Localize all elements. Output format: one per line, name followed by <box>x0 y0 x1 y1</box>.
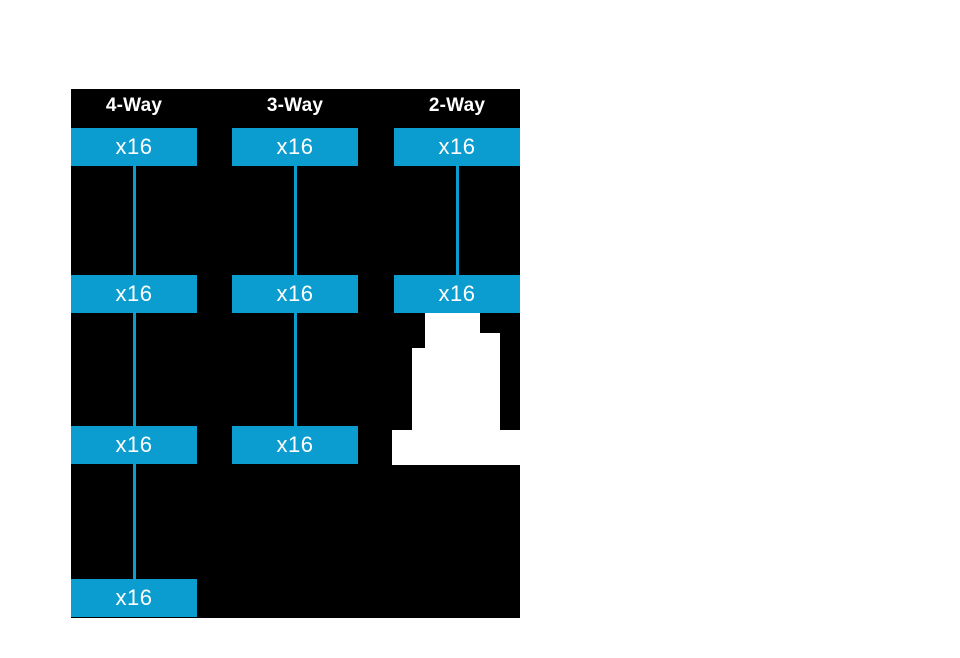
column-header-3way: 3-Way <box>266 95 324 116</box>
block-4way-2[interactable]: x16 <box>71 275 197 313</box>
connector-4way-1-2 <box>133 166 136 275</box>
block-2way-1[interactable]: x16 <box>394 128 520 166</box>
overlay-numeral-one <box>392 313 520 465</box>
column-header-2way: 2-Way <box>428 95 486 116</box>
numeral-stem-right <box>480 333 500 430</box>
block-label: x16 <box>438 281 476 306</box>
block-label: x16 <box>276 432 314 457</box>
connector-4way-2-3 <box>133 313 136 426</box>
block-3way-2[interactable]: x16 <box>232 275 358 313</box>
block-3way-1[interactable]: x16 <box>232 128 358 166</box>
numeral-base-serif <box>392 430 520 465</box>
block-2way-2[interactable]: x16 <box>394 275 520 313</box>
block-4way-3[interactable]: x16 <box>71 426 197 464</box>
block-4way-4[interactable]: x16 <box>71 579 197 617</box>
block-label: x16 <box>276 281 314 306</box>
block-4way-1[interactable]: x16 <box>71 128 197 166</box>
block-label: x16 <box>115 432 153 457</box>
block-label: x16 <box>115 281 153 306</box>
numeral-stem-top <box>425 313 480 348</box>
block-label: x16 <box>276 134 314 159</box>
column-header-4way: 4-Way <box>105 95 163 116</box>
block-label: x16 <box>438 134 476 159</box>
block-label: x16 <box>115 585 153 610</box>
column-header-row: 4-Way 3-Way 2-Way <box>71 89 520 127</box>
numeral-stem-main <box>412 348 480 430</box>
block-label: x16 <box>115 134 153 159</box>
connector-4way-3-4 <box>133 464 136 579</box>
connector-2way-1-2 <box>456 166 459 275</box>
connector-3way-2-3 <box>294 313 297 426</box>
connector-3way-1-2 <box>294 166 297 275</box>
block-3way-3[interactable]: x16 <box>232 426 358 464</box>
